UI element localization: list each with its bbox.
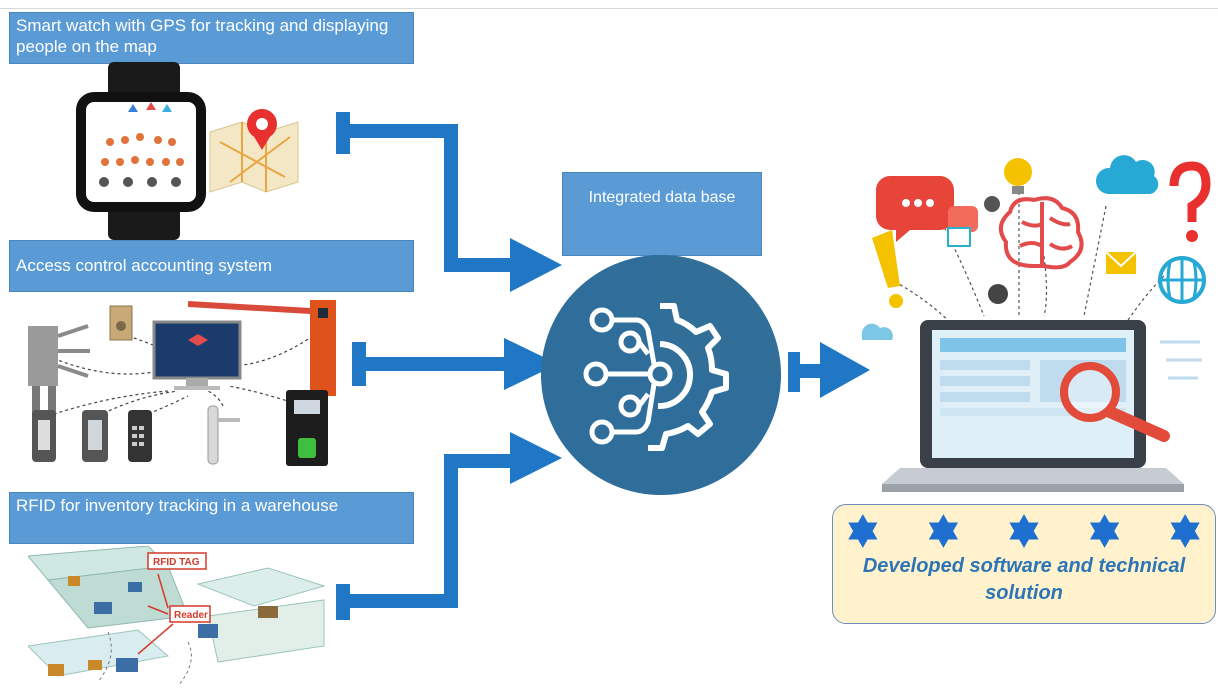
network-nodes-icon <box>583 307 673 445</box>
arrow-head-top <box>510 238 562 292</box>
arrow-head-output <box>820 342 870 398</box>
stars-row <box>848 514 1200 548</box>
magnifier-icon <box>1060 362 1120 422</box>
basket-icon <box>947 227 971 247</box>
top-divider <box>0 8 1218 9</box>
database-hub <box>541 255 781 495</box>
reader-label: Reader <box>174 610 208 621</box>
star-icon <box>1089 514 1120 548</box>
flow-arrows <box>336 112 870 620</box>
access-control-label: Access control accounting system <box>9 240 414 292</box>
arrow-head-middle <box>504 338 558 390</box>
smartwatch-illustration <box>76 62 299 240</box>
rfid-tag-label: RFID TAG <box>153 557 200 568</box>
star-icon <box>848 514 878 548</box>
mail-icon <box>1106 252 1136 274</box>
arrow-bar-top <box>336 112 350 154</box>
lightbulb-icon <box>1004 158 1032 186</box>
rfid-warehouse-illustration: RFID TAG Reader <box>28 546 326 687</box>
access-control-illustration <box>28 300 336 466</box>
brain-icon <box>998 196 1084 270</box>
question-mark-icon <box>1169 161 1211 222</box>
arrow-bar-bottom <box>336 584 350 620</box>
smartwatch-label: Smart watch with GPS for tracking and di… <box>9 12 414 64</box>
gear-icon <box>648 303 729 451</box>
result-caption: Developed software and technical solutio… <box>862 555 1186 604</box>
star-icon <box>1009 514 1039 548</box>
star-icon <box>928 514 959 548</box>
exclamation-icon <box>872 230 900 288</box>
software-solution-illustration <box>862 155 1211 492</box>
star-icon <box>1170 514 1200 548</box>
cloud-icon <box>1095 155 1159 194</box>
chat-bubble-icon <box>876 176 954 242</box>
arrow-bar-middle <box>352 342 366 386</box>
rfid-label: RFID for inventory tracking in a warehou… <box>9 492 414 544</box>
result-panel: Developed software and technical solutio… <box>832 504 1216 624</box>
arrow-head-bottom <box>510 432 562 484</box>
gear-small-icon <box>984 196 1000 212</box>
database-label: Integrated data base <box>562 172 762 256</box>
arrow-bar-output <box>788 352 800 392</box>
